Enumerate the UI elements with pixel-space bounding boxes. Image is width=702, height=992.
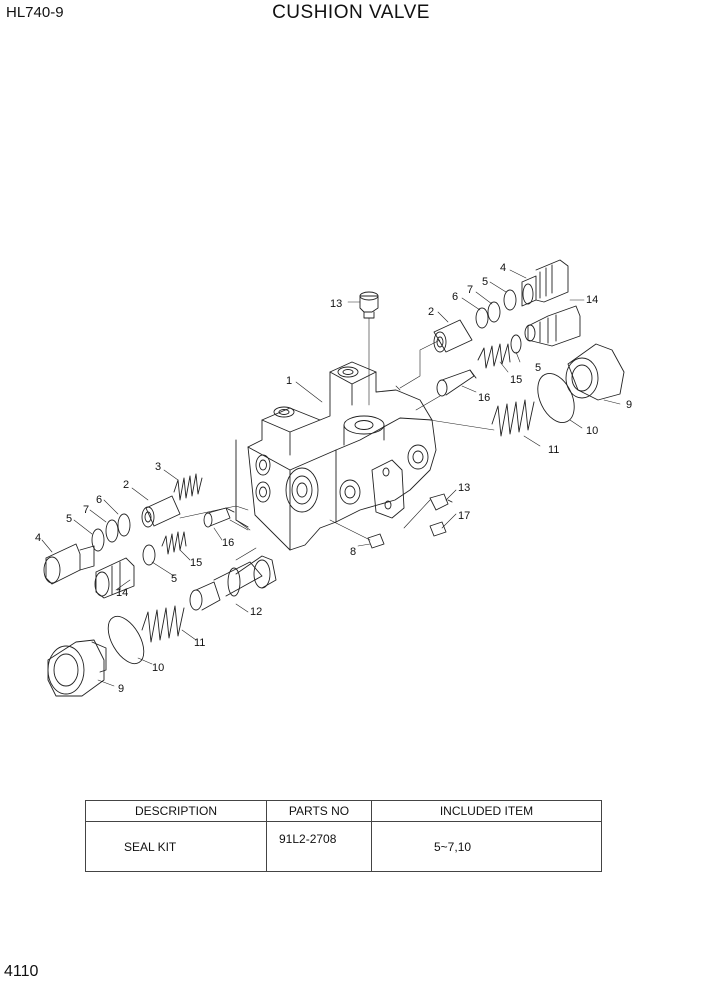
part-9-cap-lower [47, 639, 107, 697]
part-5-ring-upper [503, 289, 517, 311]
callout-label: 1 [286, 375, 292, 387]
part-2-sleeve-upper [433, 319, 473, 353]
part-16-poppet-upper [436, 369, 477, 397]
callout-label: 9 [118, 683, 124, 695]
callout-label: 7 [467, 284, 473, 296]
callout-label: 14 [586, 294, 598, 306]
column-header-included-item: INCLUDED ITEM [371, 800, 602, 822]
callout-label: 8 [350, 546, 356, 558]
part-10-oring-upper [537, 373, 575, 423]
callout-label: 16 [478, 392, 490, 404]
part-15-spring-upper [477, 343, 511, 369]
callout-label: 13 [330, 298, 342, 310]
table-header-row: DESCRIPTION PARTS NO INCLUDED ITEM [85, 800, 602, 822]
callout-label: 10 [586, 425, 598, 437]
callout-label: 17 [458, 510, 470, 522]
part-14-plug-lower [94, 557, 135, 599]
part-5-ring-mid [510, 334, 522, 354]
callout-label: 5 [535, 362, 541, 374]
part-3-spring [173, 473, 203, 501]
callout-label: 6 [452, 291, 458, 303]
cell-included-item: 5~7,10 [371, 821, 602, 872]
callout-label: 10 [152, 662, 164, 674]
callout-labels: 1 2 2 3 4 4 5 5 5 5 6 6 7 7 8 9 9 10 10 … [35, 262, 632, 695]
part-10-oring-lower [107, 615, 145, 665]
part-4-plug-upper [521, 259, 569, 307]
page-title: CUSHION VALVE [272, 2, 430, 23]
parts-table: DESCRIPTION PARTS NO INCLUDED ITEM SEAL … [85, 800, 602, 872]
callout-label: 3 [155, 461, 161, 473]
callout-label: 12 [250, 606, 262, 618]
callout-label: 15 [510, 374, 522, 386]
column-header-parts-no: PARTS NO [266, 800, 372, 822]
part-11-spring-lower [141, 605, 185, 643]
table-row: SEAL KIT 91L2-2708 5~7,10 [85, 821, 602, 872]
part-5-ring-lower-mid [142, 544, 156, 566]
callout-label: 14 [116, 587, 128, 599]
callout-label: 6 [96, 494, 102, 506]
callout-label: 4 [35, 532, 41, 544]
part-9-cap-upper [565, 343, 625, 401]
part-12-spool [189, 555, 277, 611]
page-number: 4110 [4, 963, 39, 980]
part-6-ring-upper [475, 307, 489, 329]
part-15-spring-lower [161, 531, 187, 555]
cell-parts-no: 91L2-2708 [266, 821, 372, 872]
column-header-description: DESCRIPTION [85, 800, 267, 822]
part-17-plug-right [429, 521, 447, 537]
callout-label: 5 [482, 276, 488, 288]
callout-label: 5 [66, 513, 72, 525]
callout-label: 13 [458, 482, 470, 494]
callout-label: 7 [83, 504, 89, 516]
part-7-ring-lower [105, 519, 119, 543]
callout-label: 15 [190, 557, 202, 569]
part-4-plug-lower [43, 543, 95, 585]
part-6-ring-lower [117, 513, 131, 537]
callout-label: 5 [171, 573, 177, 585]
part-7-ring-upper [487, 301, 501, 323]
model-code: HL740-9 [6, 4, 64, 21]
part-16-poppet-lower [203, 507, 235, 528]
part-14-plug-upper [524, 305, 581, 347]
valve-body [235, 361, 437, 551]
callout-label: 2 [123, 479, 129, 491]
part-2-sleeve-lower [141, 495, 181, 528]
part-5-ring-lower [91, 528, 105, 552]
callout-label: 11 [194, 637, 205, 649]
callout-label: 4 [500, 262, 506, 274]
part-13-plug-right [429, 493, 453, 511]
part-13-plug-top [359, 291, 379, 406]
part-11-spring-upper [491, 399, 535, 437]
callout-label: 2 [428, 306, 434, 318]
callout-label: 9 [626, 399, 632, 411]
callout-label: 16 [222, 537, 234, 549]
part-8-pin [367, 533, 385, 549]
cell-description: SEAL KIT [85, 821, 267, 872]
callout-label: 11 [548, 444, 559, 456]
